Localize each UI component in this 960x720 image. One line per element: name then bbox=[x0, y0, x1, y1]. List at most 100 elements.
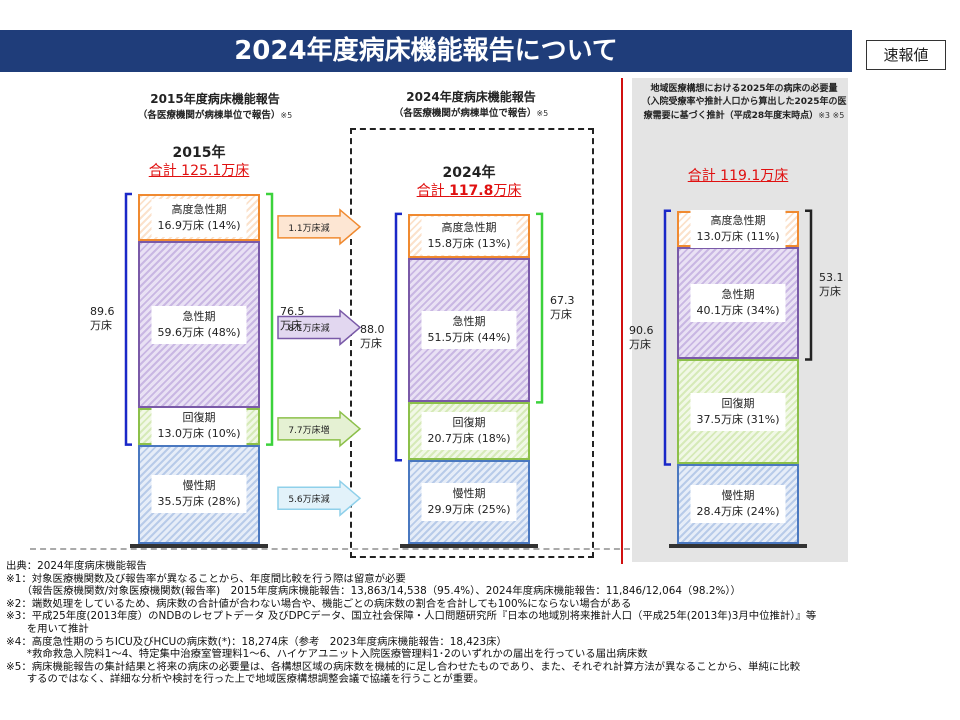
bracket-right-2 bbox=[805, 209, 813, 361]
preliminary-badge: 速報値 bbox=[866, 40, 946, 70]
bracket-value: 67.3 bbox=[550, 294, 575, 308]
footnote-3: ※3：平成25年度(2013年度）のNDBのレセプトデータ 及びDPCデータ、国… bbox=[6, 610, 817, 623]
footnote-source: 出典：2024年度病床機能報告 bbox=[6, 560, 147, 572]
change-arrow-1 bbox=[277, 308, 362, 347]
segment-name: 慢性期 bbox=[721, 489, 755, 503]
panel-2024-subtitle: （各医療機関が病棟単位で報告） bbox=[393, 108, 537, 119]
segment-name: 回復期 bbox=[721, 396, 755, 410]
bracket-value: 76.5 bbox=[280, 305, 305, 319]
bar-0-base bbox=[130, 544, 268, 548]
segment-value: 29.9万床 (25%) bbox=[427, 503, 511, 517]
bracket-right-1 bbox=[536, 212, 544, 404]
segment-name: 慢性期 bbox=[182, 479, 216, 493]
bar-1-segment-label-chronic: 慢性期 29.9万床 (25%) bbox=[421, 483, 517, 522]
change-arrow-label-3: 5.6万床減 bbox=[288, 495, 330, 506]
bar-total-part-2-0: 合計 bbox=[687, 167, 721, 184]
segment-name: 慢性期 bbox=[452, 487, 486, 501]
bar-2-segment-label-chronic: 慢性期 28.4万床 (24%) bbox=[690, 485, 786, 524]
segment-name: 急性期 bbox=[452, 315, 486, 329]
bar-total-part-2-1: 119.1 bbox=[720, 167, 761, 184]
bracket-unit: 万床 bbox=[360, 337, 382, 351]
segment-value: 35.5万床 (28%) bbox=[157, 495, 241, 509]
bar-2-segment-chronic: 慢性期 28.4万床 (24%) bbox=[677, 464, 799, 544]
bar-2-base bbox=[669, 544, 807, 548]
change-arrow-2 bbox=[277, 410, 362, 448]
bar-total-2: 合計 119.1万床 bbox=[658, 165, 818, 185]
segment-name: 回復期 bbox=[182, 411, 216, 425]
panel-2025-note: ※3 ※5 bbox=[818, 111, 845, 120]
page-title: 2024年度病床機能報告について bbox=[0, 30, 852, 72]
bracket-value: 53.1 bbox=[819, 271, 844, 285]
bracket-right-0 bbox=[266, 192, 274, 446]
footnote-1: ※1：対象医療機関数及び報告率が異なることから、年度間比較を行う際は留意が必要 bbox=[6, 572, 406, 585]
bracket-unit: 万床 bbox=[550, 308, 572, 322]
change-arrow-0 bbox=[277, 208, 362, 246]
panel-2015-subtitle: （各医療機関が病棟単位で報告） bbox=[137, 110, 281, 121]
segment-name: 急性期 bbox=[182, 309, 216, 323]
panel-2025-subtitle-2: 療需要に基づく推計（平成28年度末時点） bbox=[643, 111, 819, 121]
change-arrow-label-1: 8.1万床減 bbox=[288, 324, 330, 335]
bar-1-segment-label-recovery: 回復期 20.7万床 (18%) bbox=[421, 412, 517, 451]
segment-name: 高度急性期 bbox=[710, 213, 766, 227]
segment-value: 40.1万床 (34%) bbox=[696, 304, 780, 318]
bracket-unit: 万床 bbox=[819, 285, 841, 299]
footnote-5-cont: するのではなく、詳細な分析や検討を行った上で地域医療構想調整会議で協議を行うこと… bbox=[6, 673, 484, 686]
bracket-value: 90.6 bbox=[629, 323, 654, 337]
chart-baseline bbox=[30, 548, 630, 550]
bracket-unit: 万床 bbox=[90, 319, 112, 333]
bar-total-part-0-1: 125.1 bbox=[181, 163, 222, 179]
bar-1-segment-recovery: 回復期 20.7万床 (18%) bbox=[408, 402, 530, 461]
bracket-value: 88.0 bbox=[360, 323, 385, 337]
bracket-blue-2 bbox=[663, 209, 671, 466]
bar-total-part-1-1: 117.8 bbox=[449, 182, 494, 199]
bar-0-segment-label-chronic: 慢性期 35.5万床 (28%) bbox=[151, 475, 247, 514]
footnote-2: ※2：端数処理をしているため、病床数の合計値が合わない場合や、機能ごとの病床数の… bbox=[6, 597, 632, 610]
footnote-5: ※5：病床機能報告の集計結果と将来の病床の必要量は、各構想区域の病床数を機械的に… bbox=[6, 660, 801, 673]
segment-value: 13.0万床 (11%) bbox=[696, 229, 780, 243]
segment-value: 15.8万床 (13%) bbox=[427, 236, 511, 250]
bar-total-part-2-2: 万床 bbox=[760, 167, 789, 184]
bar-total-part-0-2: 万床 bbox=[221, 163, 250, 179]
footnote-3-cont: を用いて推計 bbox=[6, 622, 89, 635]
bar-1-segment-label-acute: 急性期 51.5万床 (44%) bbox=[421, 311, 517, 350]
bar-total-0: 合計 125.1万床 bbox=[119, 160, 279, 180]
segment-name: 回復期 bbox=[452, 416, 486, 430]
bar-total-part-1-0: 合計 bbox=[416, 182, 450, 199]
panel-2024-note: ※5 bbox=[536, 109, 549, 118]
bar-total-1: 合計 117.8万床 bbox=[389, 180, 549, 200]
footnote-4-detail: *救命救急入院料1～4、特定集中治療室管理料1～6、ハイケアユニット入院医療管理… bbox=[6, 648, 648, 661]
bar-0-segment-chronic: 慢性期 35.5万床 (28%) bbox=[138, 444, 260, 544]
bracket-blue-0 bbox=[124, 192, 132, 446]
bar-2-segment-label-acute_high: 高度急性期 13.0万床 (11%) bbox=[690, 209, 786, 248]
segment-value: 28.4万床 (24%) bbox=[696, 505, 780, 519]
panel-2015-title: 2015年度病床機能報告 bbox=[150, 92, 280, 106]
panel-2015-heading: 2015年度病床機能報告 （各医療機関が病棟単位で報告）※5 bbox=[80, 90, 350, 121]
segment-name: 急性期 bbox=[721, 288, 755, 302]
segment-value: 51.5万床 (44%) bbox=[427, 331, 511, 345]
panel-divider-line bbox=[621, 78, 623, 564]
bracket-value: 89.6 bbox=[90, 305, 115, 319]
bar-year-label-0: 2015年 bbox=[172, 145, 226, 161]
panel-2024-title: 2024年度病床機能報告 bbox=[406, 90, 536, 104]
segment-value: 16.9万床 (14%) bbox=[157, 218, 241, 232]
bar-1-base bbox=[400, 544, 538, 548]
bar-2-segment-acute_high: 高度急性期 13.0万床 (11%) bbox=[677, 209, 799, 248]
panel-2025-title: 地域医療構想における2025年の病床の必要量 bbox=[650, 84, 838, 94]
segment-value: 20.7万床 (18%) bbox=[427, 432, 511, 446]
change-arrow-3 bbox=[277, 479, 362, 517]
